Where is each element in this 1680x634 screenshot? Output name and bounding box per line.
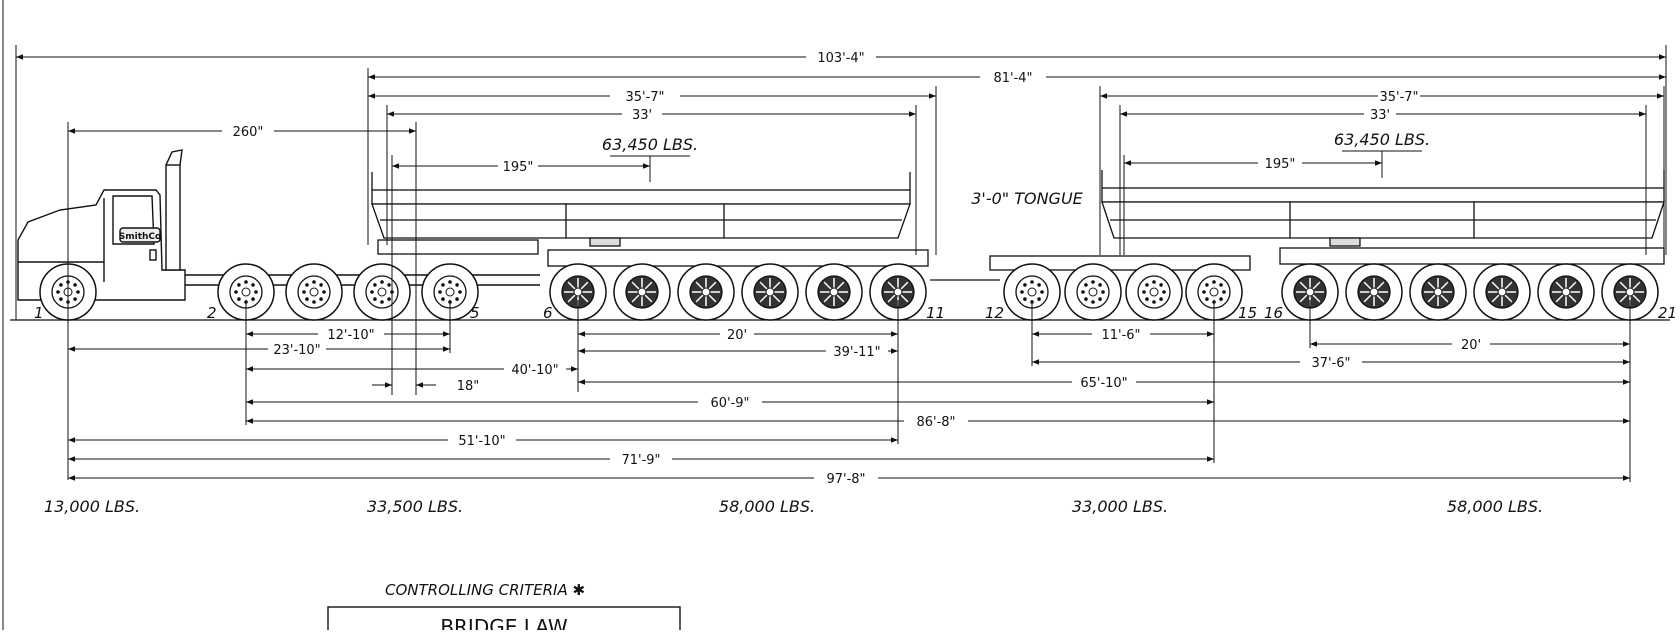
dimension-label: 33' — [1370, 108, 1390, 123]
controlling-criteria-label: CONTROLLING CRITERIA ✱ — [385, 581, 585, 599]
wheel — [613, 263, 671, 321]
dimension-label: 33' — [632, 108, 652, 123]
dimension-label: 39'-11" — [833, 345, 880, 360]
trailer-1-weight: 63,450 LBS. — [602, 135, 698, 154]
dimension-label: 260" — [233, 125, 264, 140]
dimension-label: 20' — [1461, 338, 1481, 353]
wheel — [1473, 263, 1531, 321]
dimension-label: 103'-4" — [817, 51, 864, 66]
wheel — [217, 263, 275, 321]
dimension-label: 195" — [503, 160, 534, 175]
dimension-label: 18" — [457, 379, 480, 394]
dimension-label: 35'-7" — [1379, 90, 1418, 105]
axle-number-label: 5 — [470, 304, 480, 322]
wheel — [1345, 263, 1403, 321]
wheel — [805, 263, 863, 321]
truck-logo: SmithCo — [119, 232, 161, 242]
dimension-label: 20' — [727, 328, 747, 343]
group-weight-label: 58,000 LBS. — [1447, 497, 1543, 516]
dimension-label: 40'-10" — [511, 363, 558, 378]
wheel — [549, 263, 607, 321]
dimension-label: 86'-8" — [916, 415, 955, 430]
group-weight-label: 13,000 LBS. — [44, 497, 140, 516]
dimension-label: 97'-8" — [826, 472, 865, 487]
wheel — [353, 263, 411, 321]
dimension-label: 23'-10" — [273, 343, 320, 358]
axle-number-label: 2 — [207, 304, 217, 322]
dimension-label: 37'-6" — [1311, 356, 1350, 371]
axle-number-label: 1 — [34, 304, 44, 322]
wheel — [1537, 263, 1595, 321]
group-weight-label: 58,000 LBS. — [719, 497, 815, 516]
wheel — [1064, 263, 1122, 321]
wheel — [1409, 263, 1467, 321]
group-weight-label: 33,000 LBS. — [1072, 497, 1168, 516]
dimension-label: 12'-10" — [327, 328, 374, 343]
dimension-label: 195" — [1265, 157, 1296, 172]
dimension-label: 65'-10" — [1080, 376, 1127, 391]
trailer-2-weight: 63,450 LBS. — [1334, 130, 1430, 149]
trailer-1 — [371, 172, 929, 267]
wheel — [1281, 263, 1339, 321]
axle-number-label: 16 — [1264, 304, 1283, 322]
group-weight-label: 33,500 LBS. — [367, 497, 463, 516]
axle-number-label: 21 — [1658, 304, 1677, 322]
dimension-label: 60'-9" — [710, 396, 749, 411]
axle-number-label: 11 — [926, 304, 945, 322]
wheel — [741, 263, 799, 321]
axle-layer — [39, 263, 1659, 321]
wheel — [677, 263, 735, 321]
trailer-2 — [1101, 170, 1665, 265]
bridge-law-label: BRIDGE LAW — [440, 615, 568, 630]
dimension-label: 51'-10" — [458, 434, 505, 449]
dimension-label: 81'-4" — [993, 71, 1032, 86]
wheel — [1125, 263, 1183, 321]
wheel — [421, 263, 479, 321]
tongue — [930, 255, 1251, 281]
wheel — [869, 263, 927, 321]
tongue-label: 3'-0" TONGUE — [971, 189, 1083, 208]
bottom-dimensions: 12'-10" 23'-10" 18" 40'-10" 20' 39'-11" … — [68, 300, 1631, 487]
axle-number-label: 12 — [985, 304, 1004, 322]
axle-number-label: 6 — [543, 304, 553, 322]
dimension-label: 35'-7" — [625, 90, 664, 105]
group-weights: 13,000 LBS. 33,500 LBS. 58,000 LBS. 33,0… — [44, 497, 1543, 516]
dimension-label: 71'-9" — [621, 453, 660, 468]
wheel — [285, 263, 343, 321]
axle-number-label: 15 — [1238, 304, 1257, 322]
dimension-label: 11'-6" — [1101, 328, 1140, 343]
axle-numbers: 1 2 5 6 11 12 15 16 21 — [34, 304, 1677, 322]
